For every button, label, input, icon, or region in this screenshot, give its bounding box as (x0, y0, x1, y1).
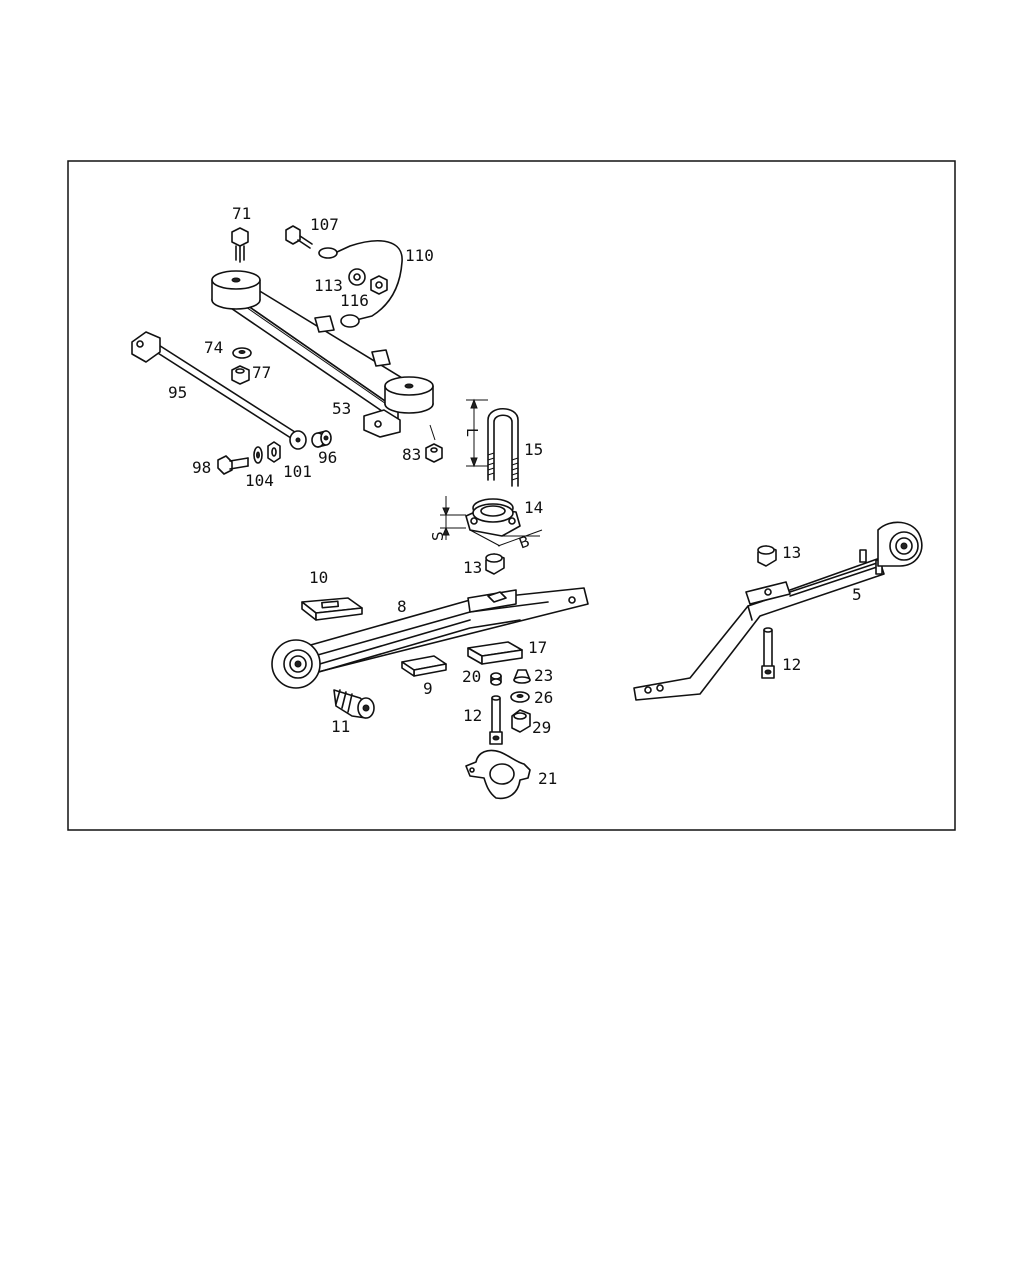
label-part-11: 11 (331, 717, 350, 736)
washer-113 (348, 268, 366, 286)
label-part-110: 110 (405, 246, 434, 265)
label-part-113: 113 (314, 276, 343, 295)
label-part-13-left: 13 (463, 558, 482, 577)
clamp-21 (465, 749, 531, 800)
label-part-83: 83 (402, 445, 421, 464)
label-part-71: 71 (232, 204, 251, 223)
label-part-20: 20 (462, 667, 481, 686)
label-part-21: 21 (538, 769, 557, 788)
crossbar-53 (211, 270, 436, 441)
pad-9 (401, 655, 447, 677)
nut-13-right (757, 545, 777, 567)
nut-83 (425, 443, 443, 463)
label-part-9: 9 (423, 679, 433, 698)
label-part-77: 77 (252, 363, 271, 382)
leaf-spring-5 (633, 521, 923, 701)
label-part-15: 15 (524, 440, 543, 459)
nut-77 (231, 365, 250, 385)
bolt-12-left (489, 695, 503, 745)
nut-116 (370, 275, 388, 295)
label-part-116: 116 (340, 291, 369, 310)
dimension-length-label: L (463, 428, 481, 437)
dimension-thickness-label: S (429, 531, 447, 541)
bushing-11 (333, 689, 375, 719)
rod-95 (131, 331, 307, 450)
label-part-101: 101 (283, 462, 312, 481)
label-part-98: 98 (192, 458, 211, 477)
nut-101 (267, 441, 281, 463)
spacer-plate-10 (301, 597, 363, 621)
nut-29 (511, 709, 531, 733)
label-part-104: 104 (245, 471, 274, 490)
leaf-spring-8 (271, 587, 589, 689)
washer-26 (510, 691, 530, 703)
pad-17 (467, 641, 523, 665)
label-part-95: 95 (168, 383, 187, 402)
label-part-53: 53 (332, 399, 351, 418)
label-part-29: 29 (532, 718, 551, 737)
bushing-96 (311, 430, 332, 448)
bolt-98 (217, 455, 249, 475)
dimension-width-label: B (516, 532, 532, 552)
label-part-13-right: 13 (782, 543, 801, 562)
plate-14 (440, 496, 543, 547)
label-part-10: 10 (309, 568, 328, 587)
u-bolt-15 (466, 398, 519, 487)
label-part-74: 74 (204, 338, 223, 357)
washer-74 (232, 347, 252, 359)
bolt-12-right (761, 627, 775, 679)
bolt-107 (285, 225, 313, 249)
cable-110 (318, 240, 403, 328)
label-part-26: 26 (534, 688, 553, 707)
spacer-20 (490, 672, 502, 686)
diagram-frame (67, 160, 956, 831)
label-part-8: 8 (397, 597, 407, 616)
label-part-96: 96 (318, 448, 337, 467)
bolt-71 (231, 227, 249, 263)
label-part-12-left: 12 (463, 706, 482, 725)
label-part-5: 5 (852, 585, 862, 604)
washer-104 (253, 446, 263, 464)
label-part-14: 14 (524, 498, 543, 517)
nut-13-left (485, 553, 505, 575)
label-part-17: 17 (528, 638, 547, 657)
cone-23 (513, 669, 531, 684)
label-part-12-right: 12 (782, 655, 801, 674)
label-part-23: 23 (534, 666, 553, 685)
label-part-107: 107 (310, 215, 339, 234)
